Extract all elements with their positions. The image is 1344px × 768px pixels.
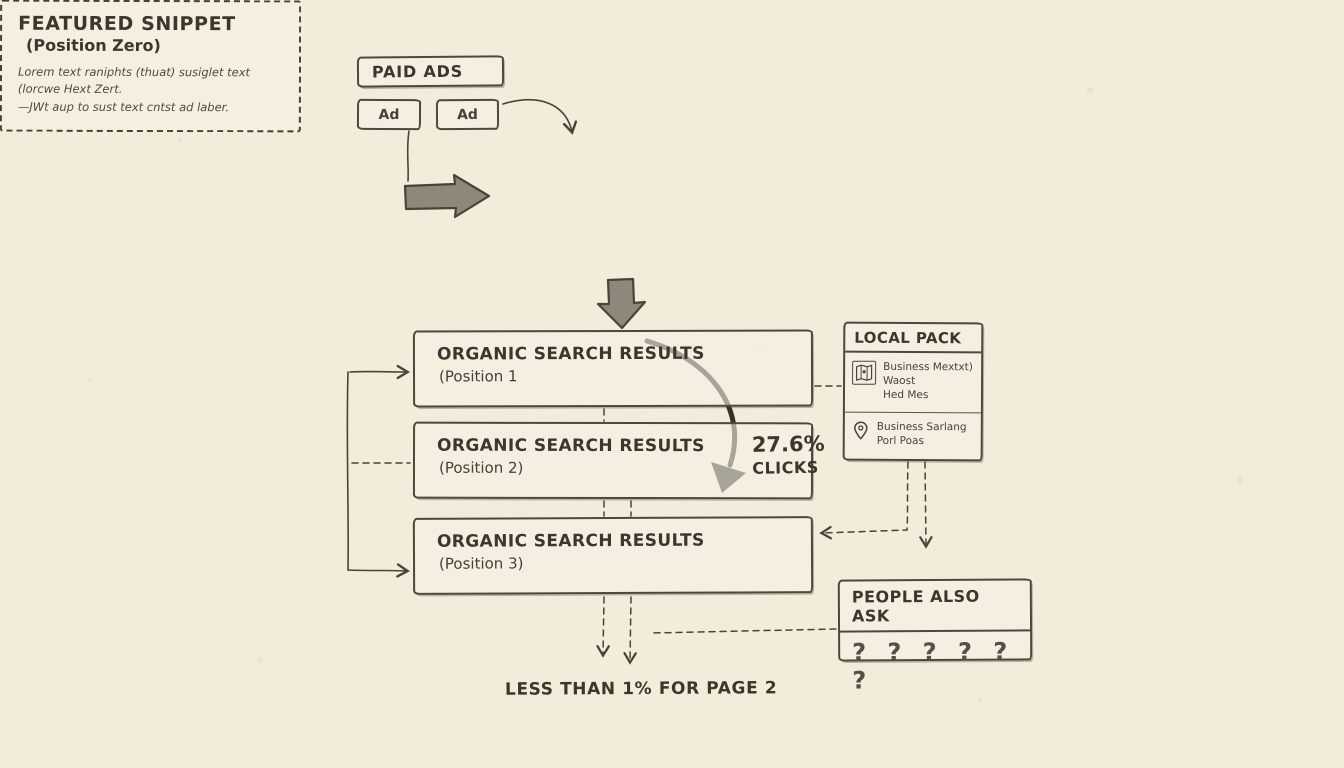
footer-note: LESS THAN 1% FOR PAGE 2 xyxy=(504,678,778,700)
local-pack-entry-text: Business Sarlang Porl Poas xyxy=(876,420,967,448)
featured-snippet-subtitle: (Position Zero) xyxy=(26,35,161,56)
local-pack-entry: Business Sarlang Porl Poas xyxy=(845,413,981,455)
organic-result-subtitle: (Position 2) xyxy=(438,458,524,477)
snippet-body-line: Lorem text raniphts (thuat) susiglet tex… xyxy=(17,64,251,80)
paid-ads-title: PAID ADS xyxy=(371,61,464,82)
organic-result-title: ORGANIC SEARCH RESULTS xyxy=(437,435,705,457)
map-icon xyxy=(852,360,877,385)
featured-snippet-box: FEATURED SNIPPET (Position Zero) Lorem t… xyxy=(0,0,302,133)
pin-icon xyxy=(852,421,870,445)
local-pack-entry-text: Business Mextxt) Waost Hed Mes xyxy=(882,360,973,402)
organic-result-title: ORGANIC SEARCH RESULTS xyxy=(436,530,705,552)
ad-box-2: Ad xyxy=(435,98,500,131)
people-also-ask-questions: ? ? ? ? ? ? xyxy=(852,637,1010,695)
snippet-body-line: (lorcwe Hext Zert. xyxy=(17,81,123,97)
organic-result-subtitle: (Position 1 xyxy=(438,367,518,386)
people-also-ask-title: PEOPLE ALSO ASK xyxy=(839,580,1031,633)
clicks-callout: 27.6% CLICKS xyxy=(752,431,853,478)
clicks-label: CLICKS xyxy=(752,457,819,478)
local-pack-entry: Business Mextxt) Waost Hed Mes xyxy=(844,352,982,414)
left-bracket-lines xyxy=(346,364,410,578)
ad-down-line xyxy=(406,130,410,182)
organic-result-position-3: ORGANIC SEARCH RESULTS (Position 3) xyxy=(412,516,814,595)
local-pack-title: LOCAL PACK xyxy=(845,323,982,354)
ad-label: Ad xyxy=(457,106,478,123)
featured-snippet-title: FEATURED SNIPPET xyxy=(18,12,236,36)
featured-snippet-body: Lorem text raniphts (thuat) susiglet tex… xyxy=(18,64,283,116)
organic-result-subtitle: (Position 3) xyxy=(438,554,524,573)
block-arrow-down-icon xyxy=(596,277,647,330)
organic-result-position-1: ORGANIC SEARCH RESULTS (Position 1 xyxy=(412,329,814,408)
ad-label: Ad xyxy=(378,106,400,123)
local-pack-box: LOCAL PACK Business Mextxt) Waost Hed Me… xyxy=(842,321,984,462)
paid-ads-box: PAID ADS xyxy=(356,55,505,88)
people-also-ask-box: PEOPLE ALSO ASK ? ? ? ? ? ? xyxy=(837,578,1033,695)
block-arrow-right-icon xyxy=(403,173,491,219)
ad-box-1: Ad xyxy=(356,98,422,131)
organic-result-title: ORGANIC SEARCH RESULTS xyxy=(436,343,705,365)
clicks-percent: 27.6% xyxy=(751,431,825,457)
ad-to-snippet-curved-arrow xyxy=(502,99,578,135)
snippet-body-line: —JWt aup to sust text cntst ad laber. xyxy=(17,99,230,114)
